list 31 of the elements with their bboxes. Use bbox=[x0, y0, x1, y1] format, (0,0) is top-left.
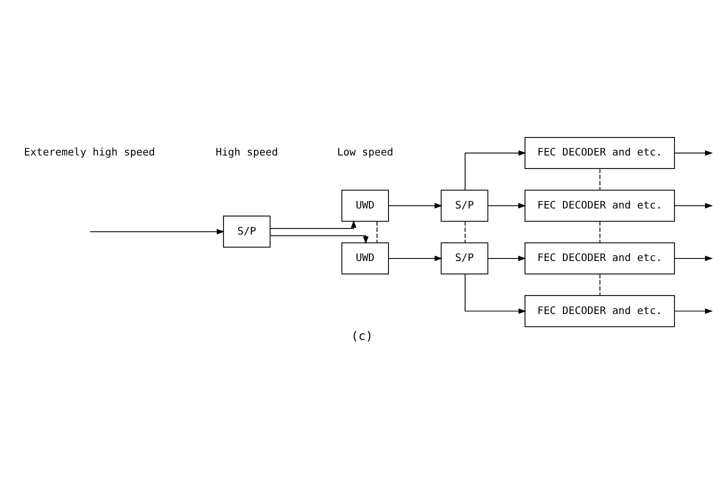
label: Low speed bbox=[337, 146, 394, 158]
arrow bbox=[488, 255, 526, 261]
node-box: FEC DECODER and etc. bbox=[524, 294, 675, 327]
arrow bbox=[674, 255, 713, 261]
node-box: S/P bbox=[223, 215, 271, 248]
arrow bbox=[674, 150, 713, 156]
arrow bbox=[90, 228, 225, 234]
arrow bbox=[488, 202, 526, 208]
connector bbox=[464, 220, 466, 243]
node-box: S/P bbox=[440, 242, 488, 274]
arrow bbox=[464, 273, 526, 314]
arrow bbox=[270, 234, 368, 244]
node-box: UWD bbox=[341, 189, 389, 222]
node-box: UWD bbox=[341, 242, 389, 274]
connector bbox=[376, 220, 378, 243]
arrow bbox=[270, 219, 356, 228]
node-box: FEC DECODER and etc. bbox=[524, 242, 675, 274]
node-box: FEC DECODER and etc. bbox=[524, 136, 675, 168]
label: Exteremely high speed bbox=[24, 146, 156, 158]
connector bbox=[599, 273, 600, 296]
arrow bbox=[674, 202, 713, 208]
arrow bbox=[388, 202, 442, 208]
node-box: S/P bbox=[440, 189, 488, 222]
label: High speed bbox=[216, 146, 278, 158]
node-box: FEC DECODER and etc. bbox=[524, 189, 675, 222]
arrow bbox=[388, 255, 442, 261]
arrow bbox=[674, 308, 713, 314]
arrow bbox=[464, 150, 526, 190]
connector bbox=[599, 168, 600, 190]
caption: (c) bbox=[351, 328, 373, 342]
connector bbox=[599, 220, 600, 243]
